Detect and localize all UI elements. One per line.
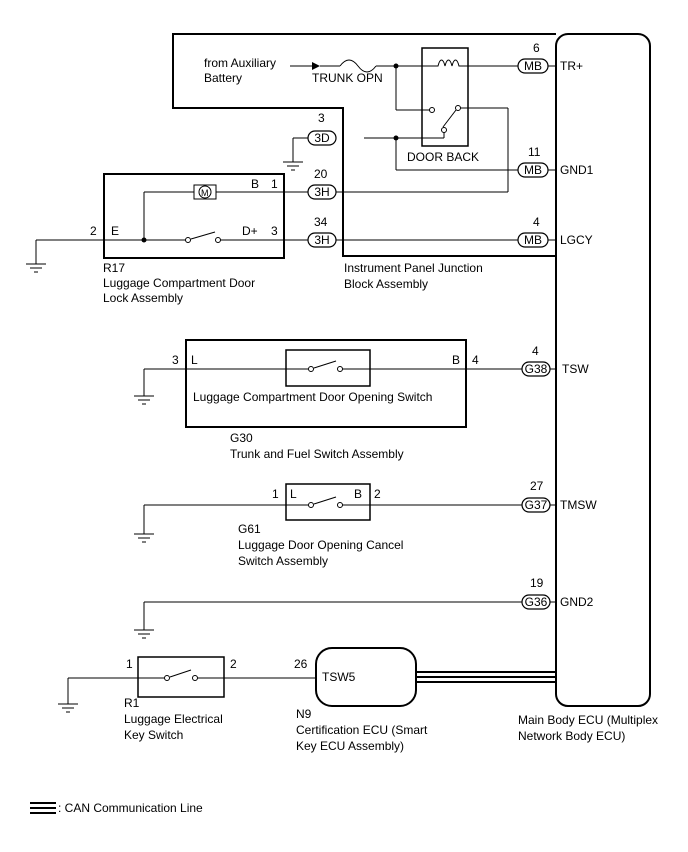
junction-block-outline xyxy=(172,33,556,257)
source-label-line1: from Auxiliary xyxy=(204,56,276,70)
svg-text:G30: G30 xyxy=(230,431,253,445)
svg-text:Luggage Compartment Door: Luggage Compartment Door xyxy=(103,276,255,290)
svg-text:2: 2 xyxy=(90,224,97,238)
svg-text:19: 19 xyxy=(530,576,544,590)
svg-text:E: E xyxy=(111,224,119,238)
relay-coil-icon xyxy=(436,59,461,67)
r17-lock-assembly-box xyxy=(103,173,285,259)
svg-text:B: B xyxy=(251,177,259,191)
svg-text:3D: 3D xyxy=(314,131,330,145)
connector-3d xyxy=(307,130,337,146)
svg-text:Key ECU Assembly): Key ECU Assembly) xyxy=(296,739,404,753)
door-back-relay-box xyxy=(421,47,469,147)
svg-text:Lock Assembly: Lock Assembly xyxy=(103,291,183,305)
r1-key-switch-box xyxy=(137,656,225,698)
svg-text:R1: R1 xyxy=(124,696,140,710)
svg-text:3H: 3H xyxy=(314,185,329,199)
svg-text:4: 4 xyxy=(472,353,479,367)
svg-text:TR+: TR+ xyxy=(560,59,583,73)
svg-text:3H: 3H xyxy=(314,233,329,247)
relay-switch-icon xyxy=(442,109,457,128)
svg-text:Certification ECU (Smart: Certification ECU (Smart xyxy=(296,723,428,737)
svg-text:Network Body ECU): Network Body ECU) xyxy=(518,729,625,743)
svg-text:1: 1 xyxy=(126,657,133,671)
svg-text:Trunk and Fuel Switch Assembly: Trunk and Fuel Switch Assembly xyxy=(230,447,404,461)
svg-text:MB: MB xyxy=(524,233,542,247)
fuse-label: TRUNK OPN xyxy=(312,71,383,85)
svg-text:Luggage Door Opening Cancel: Luggage Door Opening Cancel xyxy=(238,538,403,552)
svg-text:B: B xyxy=(354,487,362,501)
svg-text:G38: G38 xyxy=(525,362,548,376)
svg-text:L: L xyxy=(290,487,297,501)
g30-switch-icon xyxy=(313,360,337,369)
relay-label: DOOR BACK xyxy=(407,150,479,164)
svg-text:Block Assembly: Block Assembly xyxy=(344,277,428,291)
svg-text:4: 4 xyxy=(532,344,539,358)
svg-text:G61: G61 xyxy=(238,522,261,536)
svg-text:GND2: GND2 xyxy=(560,595,594,609)
source-label-line2: Battery xyxy=(204,71,242,85)
fuse-icon xyxy=(339,59,377,73)
svg-text:Switch Assembly: Switch Assembly xyxy=(238,554,328,568)
legend-text: : CAN Communication Line xyxy=(58,801,203,815)
svg-text:M: M xyxy=(201,188,209,198)
svg-text:N9: N9 xyxy=(296,707,312,721)
svg-text:20: 20 xyxy=(314,167,328,181)
svg-text:Luggage Compartment Door Openi: Luggage Compartment Door Opening Switch xyxy=(193,390,432,404)
g61-switch-assembly-box xyxy=(285,483,371,521)
svg-text:Luggage Electrical: Luggage Electrical xyxy=(124,712,223,726)
svg-text:GND1: GND1 xyxy=(560,163,594,177)
svg-text:TSW5: TSW5 xyxy=(322,670,356,684)
r1-switch-icon xyxy=(169,669,192,678)
svg-text:MB: MB xyxy=(524,163,542,177)
svg-text:4: 4 xyxy=(533,215,540,229)
svg-text:11: 11 xyxy=(528,145,541,159)
main-body-ecu-box xyxy=(555,33,651,707)
svg-text:Instrument Panel Junction: Instrument Panel Junction xyxy=(344,261,483,275)
svg-text:LGCY: LGCY xyxy=(560,233,593,247)
svg-text:B: B xyxy=(452,353,460,367)
svg-text:3: 3 xyxy=(271,224,278,238)
svg-text:1: 1 xyxy=(272,487,279,501)
svg-text:2: 2 xyxy=(374,487,381,501)
r17-switch-icon xyxy=(190,231,216,240)
motor-icon xyxy=(198,185,212,199)
source-arrow-icon xyxy=(312,62,320,70)
svg-text:R17: R17 xyxy=(103,261,125,275)
svg-text:G37: G37 xyxy=(525,498,548,512)
svg-text:2: 2 xyxy=(230,657,237,671)
svg-text:MB: MB xyxy=(524,59,542,73)
svg-text:3: 3 xyxy=(318,111,325,125)
svg-text:3: 3 xyxy=(172,353,179,367)
svg-text:26: 26 xyxy=(294,657,308,671)
svg-text:D+: D+ xyxy=(242,224,258,238)
svg-text:1: 1 xyxy=(271,177,278,191)
g61-switch-icon xyxy=(313,496,337,505)
svg-text:TMSW: TMSW xyxy=(560,498,597,512)
svg-text:Key Switch: Key Switch xyxy=(124,728,183,742)
svg-text:6: 6 xyxy=(533,41,540,55)
svg-text:TSW: TSW xyxy=(562,362,589,376)
svg-text:G36: G36 xyxy=(525,595,548,609)
svg-text:27: 27 xyxy=(530,479,544,493)
svg-text:34: 34 xyxy=(314,215,328,229)
svg-text:Main Body ECU (Multiplex: Main Body ECU (Multiplex xyxy=(518,713,658,727)
svg-text:L: L xyxy=(191,353,198,367)
